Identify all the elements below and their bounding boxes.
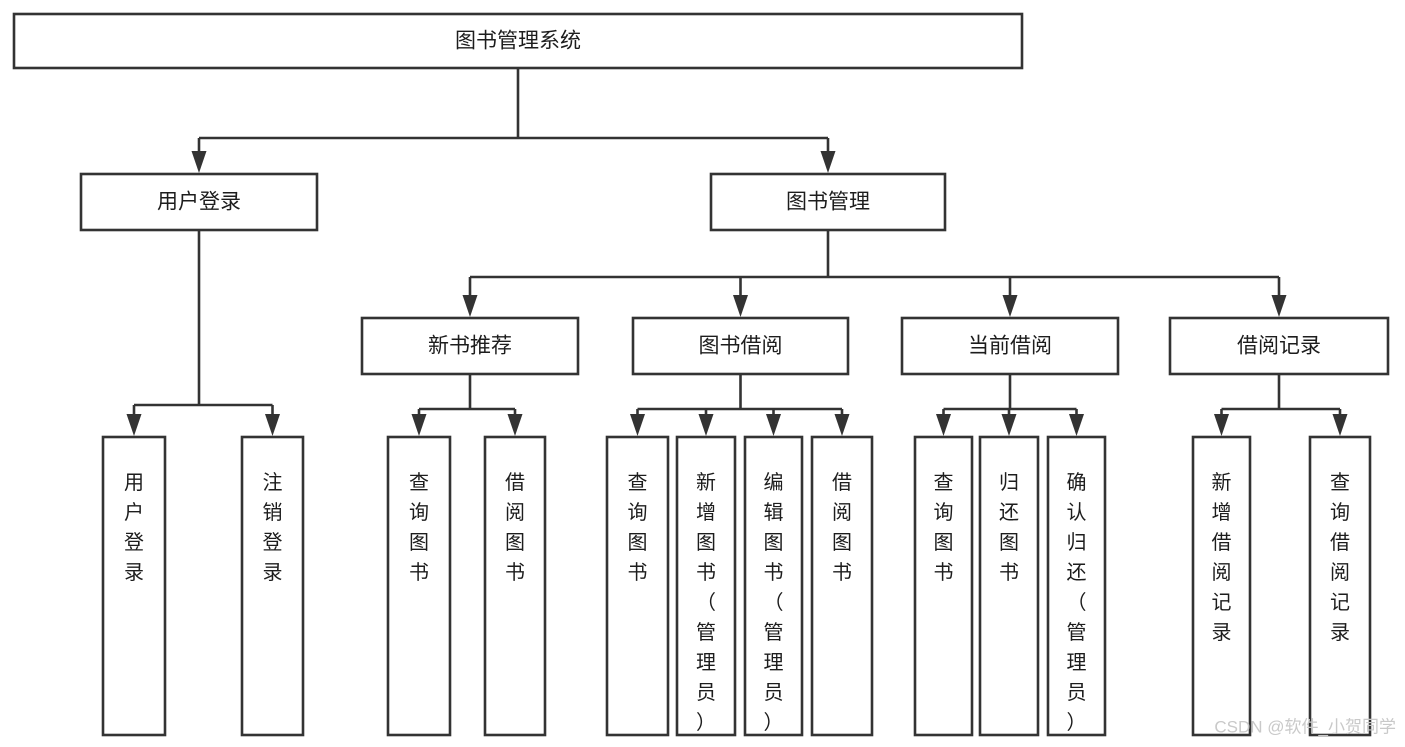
node-label-leaf-query-book-1: 查询图书 (409, 471, 429, 584)
node-box-leaf-query-record[interactable] (1308, 435, 1372, 737)
node-label-user-login: 用户登录 (157, 191, 241, 214)
node-leaf-query-book-2[interactable]: 查询图书 (605, 435, 670, 737)
node-leaf-borrow-book-2[interactable]: 借阅图书 (810, 435, 874, 737)
node-leaf-return-book[interactable]: 归还图书 (978, 435, 1040, 737)
node-box-leaf-query-book-2[interactable] (605, 435, 670, 737)
node-box-borrow-record[interactable] (1168, 316, 1390, 376)
node-label-leaf-user-logout: 注销登录 (263, 471, 283, 584)
watermark-layer: CSDN @软件_小贺同学 (1214, 717, 1396, 736)
node-label-root: 图书管理系统 (455, 30, 581, 53)
node-box-leaf-add-record[interactable] (1191, 435, 1252, 737)
node-label-leaf-return-book: 归还图书 (999, 471, 1019, 584)
connector-new-book-rec (411, 374, 523, 436)
node-label-leaf-edit-book: 编辑图书（管理员） (764, 471, 784, 734)
node-label-leaf-add-record: 新增借阅记录 (1212, 471, 1232, 644)
node-label-book-borrow: 图书借阅 (699, 335, 783, 358)
node-label-leaf-confirm-return: 确认归还（管理员） (1067, 471, 1087, 734)
node-leaf-user-logout[interactable]: 注销登录 (240, 435, 305, 737)
node-label-new-book-rec: 新书推荐 (428, 335, 512, 358)
node-box-user-login[interactable] (79, 172, 319, 232)
node-label-borrow-record: 借阅记录 (1237, 335, 1321, 358)
node-leaf-query-record[interactable]: 查询借阅记录 (1308, 435, 1372, 737)
node-label-current-borrow: 当前借阅 (968, 335, 1052, 358)
node-box-current-borrow[interactable] (900, 316, 1120, 376)
node-book-borrow[interactable]: 图书借阅 (631, 316, 850, 376)
node-box-leaf-borrow-book-2[interactable] (810, 435, 874, 737)
node-label-leaf-query-book-3: 查询图书 (934, 471, 954, 584)
node-label-leaf-add-book: 新增图书（管理员） (696, 471, 716, 734)
node-leaf-edit-book[interactable]: 编辑图书（管理员） (743, 435, 804, 737)
node-label-leaf-query-book-2: 查询图书 (628, 471, 648, 584)
node-box-book-borrow[interactable] (631, 316, 850, 376)
connector-borrow-record (1214, 374, 1348, 436)
node-label-book-manage: 图书管理 (786, 191, 870, 214)
node-leaf-confirm-return[interactable]: 确认归还（管理员） (1046, 435, 1107, 737)
node-leaf-add-book[interactable]: 新增图书（管理员） (675, 435, 737, 737)
node-box-leaf-user-login[interactable] (101, 435, 167, 737)
node-box-leaf-borrow-book-1[interactable] (483, 435, 547, 737)
node-label-leaf-user-login: 用户登录 (124, 472, 144, 584)
node-leaf-query-book-3[interactable]: 查询图书 (913, 435, 974, 737)
node-box-leaf-confirm-return[interactable] (1046, 435, 1107, 737)
node-box-root[interactable] (12, 12, 1024, 70)
node-label-leaf-borrow-book-1: 借阅图书 (505, 471, 525, 584)
node-book-manage[interactable]: 图书管理 (709, 172, 947, 232)
node-layer: 图书管理系统用户登录图书管理新书推荐图书借阅当前借阅借阅记录用户登录注销登录查询… (12, 12, 1390, 737)
node-box-leaf-return-book[interactable] (978, 435, 1040, 737)
node-box-new-book-rec[interactable] (360, 316, 580, 376)
node-leaf-borrow-book-1[interactable]: 借阅图书 (483, 435, 547, 737)
node-box-leaf-edit-book[interactable] (743, 435, 804, 737)
connector-current-borrow (936, 374, 1084, 436)
node-current-borrow[interactable]: 当前借阅 (900, 316, 1120, 376)
csdn-watermark: CSDN @软件_小贺同学 (1214, 717, 1396, 736)
connector-book-borrow (630, 374, 850, 436)
node-root[interactable]: 图书管理系统 (12, 12, 1024, 70)
node-leaf-add-record[interactable]: 新增借阅记录 (1191, 435, 1252, 737)
connector-root (191, 68, 836, 173)
node-leaf-query-book-1[interactable]: 查询图书 (386, 435, 452, 737)
node-box-leaf-user-logout[interactable] (240, 435, 305, 737)
node-new-book-rec[interactable]: 新书推荐 (360, 316, 580, 376)
node-box-leaf-query-book-1[interactable] (386, 435, 452, 737)
node-box-book-manage[interactable] (709, 172, 947, 232)
node-label-leaf-query-record: 查询借阅记录 (1330, 471, 1350, 644)
node-borrow-record[interactable]: 借阅记录 (1168, 316, 1390, 376)
node-label-leaf-borrow-book-2: 借阅图书 (832, 471, 852, 584)
connector-book-manage (462, 230, 1287, 317)
connector-user-login (126, 230, 280, 436)
node-box-leaf-query-book-3[interactable] (913, 435, 974, 737)
connector-layer (126, 68, 1348, 436)
node-leaf-user-login[interactable]: 用户登录 (101, 435, 167, 737)
node-box-leaf-add-book[interactable] (675, 435, 737, 737)
node-user-login[interactable]: 用户登录 (79, 172, 319, 232)
